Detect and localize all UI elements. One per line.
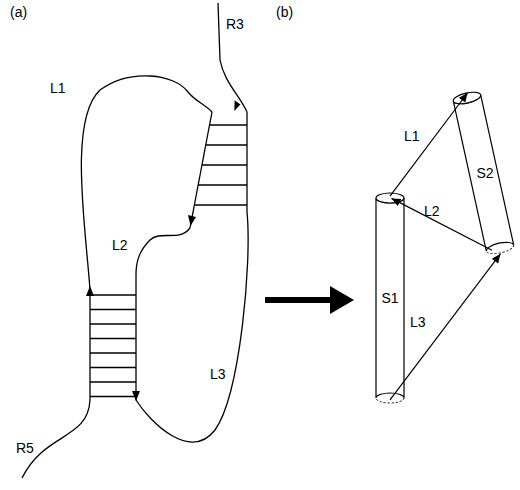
loop-label: L2 xyxy=(424,203,440,219)
helix-cylinder: S2 xyxy=(450,80,520,265)
cylinder-cap xyxy=(452,90,481,106)
strand-arrowheads xyxy=(86,99,242,401)
arrowhead xyxy=(392,198,402,206)
loop-label: L1 xyxy=(404,128,420,144)
strand-end-label: R5 xyxy=(16,440,34,456)
cylinder-body xyxy=(453,95,513,251)
panel-label: (a) xyxy=(10,4,27,20)
strand-end-label: R3 xyxy=(226,16,244,32)
connector-line xyxy=(390,93,468,196)
base-pairs xyxy=(90,125,247,397)
loop-connector xyxy=(390,93,468,196)
helix-cylinder: S1 xyxy=(375,192,405,404)
arrowhead xyxy=(492,254,501,264)
helix-name: S2 xyxy=(476,165,493,181)
rna-strands xyxy=(22,3,248,478)
arrowhead xyxy=(459,93,468,103)
cylinder-body xyxy=(376,198,404,398)
connector-line xyxy=(392,198,493,250)
loop-label: L3 xyxy=(410,314,426,330)
transform-arrow xyxy=(265,286,354,314)
helix-name: S1 xyxy=(381,290,398,306)
panel-label: (b) xyxy=(276,4,293,20)
loop-label: L1 xyxy=(50,80,66,96)
loop-label: L3 xyxy=(210,366,226,382)
connector-line xyxy=(390,254,500,400)
loop-label: L2 xyxy=(112,237,128,253)
cylinder-hidden-edge xyxy=(376,398,404,403)
loop-connector xyxy=(390,254,500,400)
loop-connector xyxy=(392,198,493,250)
